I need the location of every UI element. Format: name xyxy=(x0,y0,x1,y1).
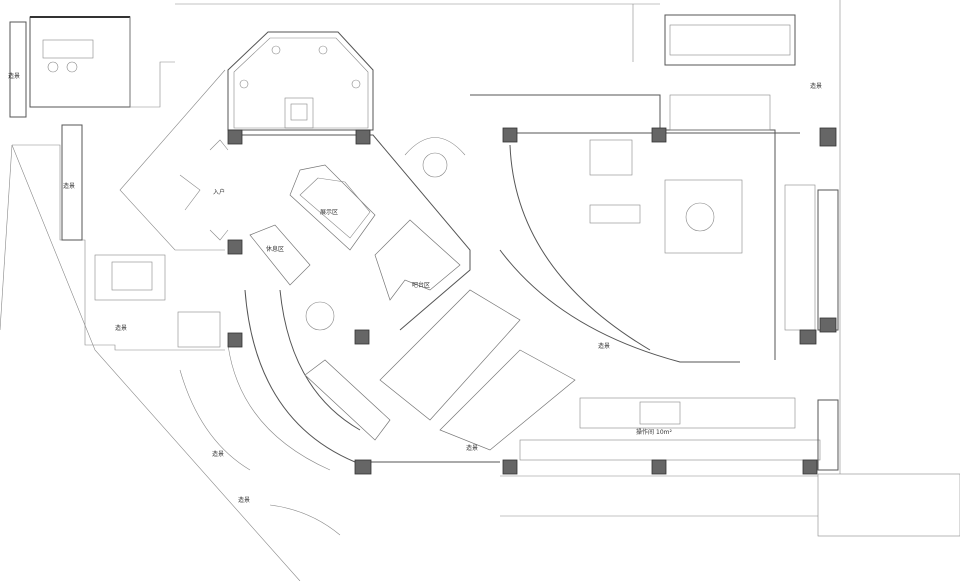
label-landscape-7: 造景 xyxy=(598,342,610,350)
main-hall xyxy=(228,134,576,463)
label-landscape-6: 造景 xyxy=(466,444,478,452)
room-labels: 造景 造景 造景 造景 造景 造景 造景 造景 入户 展示区 休息区 吧台区 操… xyxy=(8,72,822,504)
structural-columns xyxy=(227,127,837,475)
label-entrance: 入户 xyxy=(213,188,225,196)
label-workroom-area: 10m² xyxy=(656,429,672,436)
display-hall xyxy=(227,31,374,131)
label-landscape-3: 造景 xyxy=(115,324,127,332)
staircase xyxy=(179,289,361,536)
entrance-area xyxy=(61,69,229,348)
label-display-area: 展示区 xyxy=(320,209,338,216)
label-landscape-2: 造景 xyxy=(63,182,75,190)
label-landscape-5: 造景 xyxy=(238,496,250,504)
label-workroom: 操作间 xyxy=(636,428,654,436)
label-lounge-area: 休息区 xyxy=(266,245,284,253)
label-landscape-8: 造景 xyxy=(810,82,822,90)
label-landscape-4: 造景 xyxy=(212,450,224,458)
storage-room xyxy=(9,16,175,118)
label-landscape-1: 造景 xyxy=(8,72,20,80)
label-bar-area: 吧台区 xyxy=(412,281,430,289)
